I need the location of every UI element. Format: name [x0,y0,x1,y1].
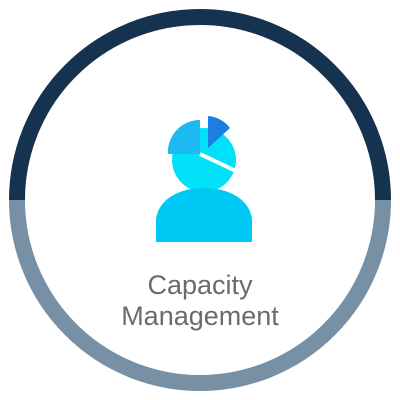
title-line-2: Management [121,301,279,331]
pie-slice-accent [208,116,230,148]
user-pie-chart-icon [156,116,252,242]
tile-title: Capacity Management [60,270,340,332]
pie-slice-large [167,119,200,154]
pie-divider [199,152,239,174]
ring-bottom-arc [9,199,391,391]
title-line-1: Capacity [147,270,253,300]
ring-top-arc [9,9,391,201]
body-shape [156,188,252,242]
